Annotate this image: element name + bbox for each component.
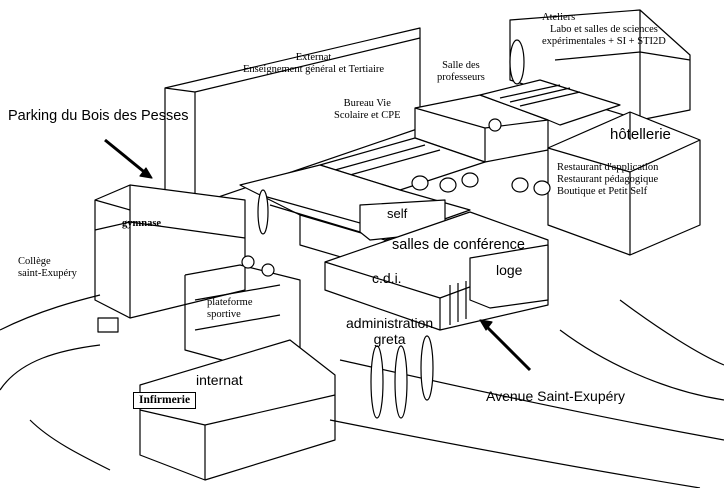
gymnase-building <box>95 185 245 318</box>
corridor-wing <box>480 80 620 125</box>
hotellerie-line-1: Restaurant d'application <box>557 162 659 173</box>
ateliers-line-1: Ateliers <box>542 12 576 23</box>
label-salle-professeurs: Salle des professeurs <box>437 60 485 84</box>
externat-building <box>165 28 420 205</box>
bureau-vie-line-1: Bureau Vie <box>343 98 391 109</box>
internat-building <box>140 340 335 480</box>
loge-building <box>470 245 548 308</box>
salle-prof-line-1: Salle des <box>442 60 480 71</box>
ateliers-line-2: Labo et salles de sciences <box>549 24 658 36</box>
label-plateforme-sportive: plateforme sportive <box>207 297 252 321</box>
label-cdi: c.d.i. <box>372 270 402 286</box>
greta-line: greta <box>373 331 406 348</box>
plateforme-line-1: plateforme <box>207 297 253 308</box>
hotellerie-building <box>548 112 700 255</box>
label-avenue: Avenue Saint-Exupéry <box>486 388 626 404</box>
label-administration: administration greta <box>346 315 433 347</box>
label-self: self <box>387 206 408 221</box>
label-parking: Parking du Bois des Pesses <box>8 108 189 124</box>
college-line-2: saint-Exupéry <box>18 268 77 280</box>
label-college: Collège saint-Exupéry <box>18 256 77 280</box>
label-hotellerie-details: Restaurant d'application Restaurant péda… <box>557 162 658 198</box>
trees <box>242 40 550 418</box>
label-ateliers: Ateliers Labo et salles de sciences expé… <box>542 12 666 48</box>
salle-prof-line-2: professeurs <box>437 72 485 84</box>
ateliers-line-3: expérimentales + SI + STI2D <box>542 36 666 48</box>
externat-line-2: Enseignement général et Tertiaire <box>243 64 385 76</box>
plateforme-line-2: sportive <box>207 309 241 321</box>
arrows <box>105 140 530 370</box>
label-loge: loge <box>496 262 523 278</box>
label-internat: internat <box>196 372 243 388</box>
label-bureau-vie-scolaire: Bureau Vie Scolaire et CPE <box>334 98 401 122</box>
bureau-vie-line-2: Scolaire et CPE <box>334 110 401 122</box>
college-line-1: Collège <box>18 256 51 267</box>
label-salles-conference: salles de conférence <box>392 237 525 253</box>
hotellerie-line-3: Boutique et Petit Self <box>557 186 648 198</box>
externat-line-1: Externat <box>295 52 332 63</box>
administration-line: administration <box>346 315 434 331</box>
label-externat: Externat Enseignement général et Tertiai… <box>243 52 384 76</box>
label-hotellerie: hôtellerie <box>610 126 671 143</box>
hotellerie-line-2: Restaurant pédagogique <box>557 174 659 186</box>
label-infirmerie: Infirmerie <box>133 392 197 410</box>
label-gymnase: gymnase <box>122 218 162 229</box>
